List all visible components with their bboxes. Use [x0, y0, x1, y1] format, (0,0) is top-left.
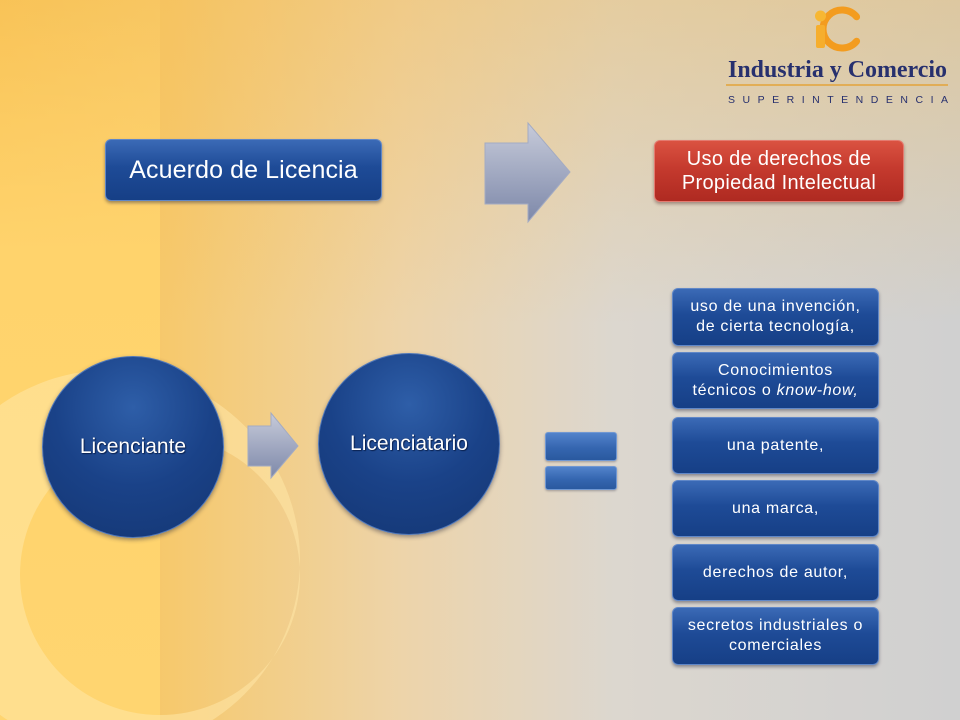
right-arrow-large-icon: [484, 121, 571, 224]
item-text-line: una marca,: [731, 499, 820, 517]
list-item-know-how: Conocimientos técnicos o know-how,: [672, 352, 879, 409]
list-item-trademark: una marca,: [672, 480, 879, 537]
ip-rights-use-box: Uso de derechos de Propiedad Intelectual: [654, 140, 904, 202]
item-text-line: uso de una invención,: [690, 298, 861, 315]
ip-rights-line-2: Propiedad Intelectual: [681, 172, 877, 194]
item-text-line: una patente,: [726, 436, 825, 454]
item-text-line: secretos industriales o: [687, 617, 864, 634]
item-text-line: técnicos o know-how,: [692, 381, 858, 401]
ip-rights-line-1: Uso de derechos de: [686, 148, 872, 170]
logo-subtitle: SUPERINTENDENCIA: [728, 94, 948, 106]
ic-logo-icon: [815, 6, 861, 52]
item-text-line: de cierta tecnología,: [696, 318, 855, 335]
list-item-invention: uso de una invención, de cierta tecnolog…: [672, 288, 879, 346]
list-item-copyright: derechos de autor,: [672, 544, 879, 601]
equals-bar-top: [545, 432, 617, 461]
sic-logo: Industria y Comercio SUPERINTENDENCIA: [726, 6, 948, 106]
item-text-italic: know-how,: [776, 381, 859, 399]
item-text: técnicos o: [692, 381, 777, 399]
list-item-patent: una patente,: [672, 417, 879, 474]
right-arrow-small-icon: [247, 411, 299, 480]
item-text-line: derechos de autor,: [702, 563, 849, 581]
item-text-line: Conocimientos: [718, 361, 833, 379]
equals-bar-bottom: [545, 466, 617, 490]
item-text-line: comerciales: [728, 637, 823, 654]
licensor-circle: Licenciante: [42, 356, 224, 538]
licensor-label: Licenciante: [79, 435, 187, 458]
list-item-trade-secrets: secretos industriales o comerciales: [672, 607, 879, 665]
license-agreement-label: Acuerdo de Licencia: [129, 155, 358, 184]
licensee-label: Licenciatario: [350, 432, 468, 455]
license-agreement-box: Acuerdo de Licencia: [105, 139, 382, 201]
logo-wordmark: Industria y Comercio: [728, 57, 947, 83]
licensee-circle: Licenciatario: [318, 353, 500, 535]
